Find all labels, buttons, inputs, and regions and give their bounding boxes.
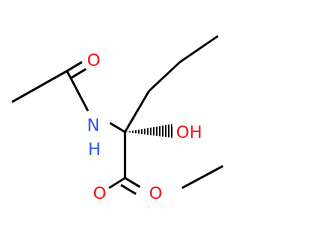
atom-label-hydroxyl: OH xyxy=(176,123,202,143)
atom-label-ester-carbonyl-oxygen: O xyxy=(93,184,106,204)
hashed-wedge-bond xyxy=(125,124,174,138)
atom-label-amide-oxygen: O xyxy=(87,51,100,71)
atom-label-ester-oxygen: O xyxy=(149,184,162,204)
bond-amide-co-2 xyxy=(70,68,87,79)
atom-label-nitrogen: N xyxy=(87,116,100,136)
chemical-structure-diagram: O N H OH O O xyxy=(11,35,224,204)
bond-skeleton xyxy=(11,35,224,195)
bond-propyl-2 xyxy=(179,35,219,63)
atom-label-nitrogen-hydrogen: H xyxy=(88,140,101,160)
bond-ester-c-down xyxy=(108,177,126,189)
bond-ester-co-2 xyxy=(120,184,137,195)
bond-ester-co-1 xyxy=(124,177,141,188)
bond-c-to-propyl xyxy=(124,90,150,133)
structure-canvas: O N H OH O O xyxy=(11,35,224,204)
bond-o-methyl xyxy=(181,165,224,189)
bond-n-to-c xyxy=(109,122,126,133)
bond-co-to-n xyxy=(66,70,89,112)
bond-amide-co-1 xyxy=(66,61,83,72)
bond-propyl-1 xyxy=(148,61,181,92)
bond-methyl-acetyl xyxy=(11,70,68,103)
